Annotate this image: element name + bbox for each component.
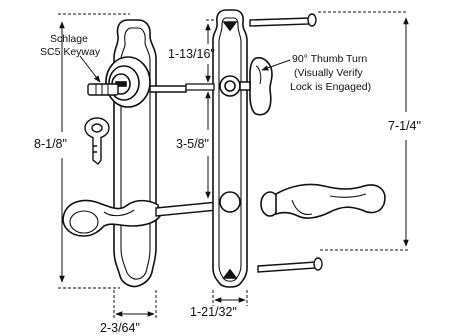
dimension-right-height: 7-1/4" <box>388 119 421 133</box>
mounting-screw-top <box>249 13 317 27</box>
thumb-turn-label-line2: (Visually Verify <box>294 67 363 79</box>
thumb-turn-label-line1: 90° Thumb Turn <box>292 53 367 65</box>
thumb-turn <box>219 56 273 116</box>
dimension-cylinder-offset: 1-13/16" <box>168 47 215 61</box>
key-icon <box>84 83 119 165</box>
dimension-left-height: 8-1/8" <box>34 137 67 151</box>
dimension-lines <box>58 11 409 318</box>
thumb-turn-label-line3: Lock is Engaged) <box>290 81 371 93</box>
deadbolt-spindle <box>149 85 187 93</box>
keyway-label-line2: SC5 Keyway <box>40 46 101 58</box>
deadbolt-cylinder <box>105 56 151 108</box>
dimension-right-plate-width: 1-21/32" <box>190 305 237 319</box>
mounting-screw-bottom <box>257 257 323 273</box>
dimension-left-plate-width: 2-3/64" <box>100 321 140 335</box>
dimension-center-to-center: 3-5/8" <box>176 137 209 151</box>
interior-lever-handle <box>219 183 386 219</box>
keyway-label-line1: Schlage <box>50 33 88 45</box>
thumb-turn-spindle <box>185 83 215 91</box>
exterior-lever-handle <box>62 199 161 237</box>
interior-plate <box>212 9 248 288</box>
